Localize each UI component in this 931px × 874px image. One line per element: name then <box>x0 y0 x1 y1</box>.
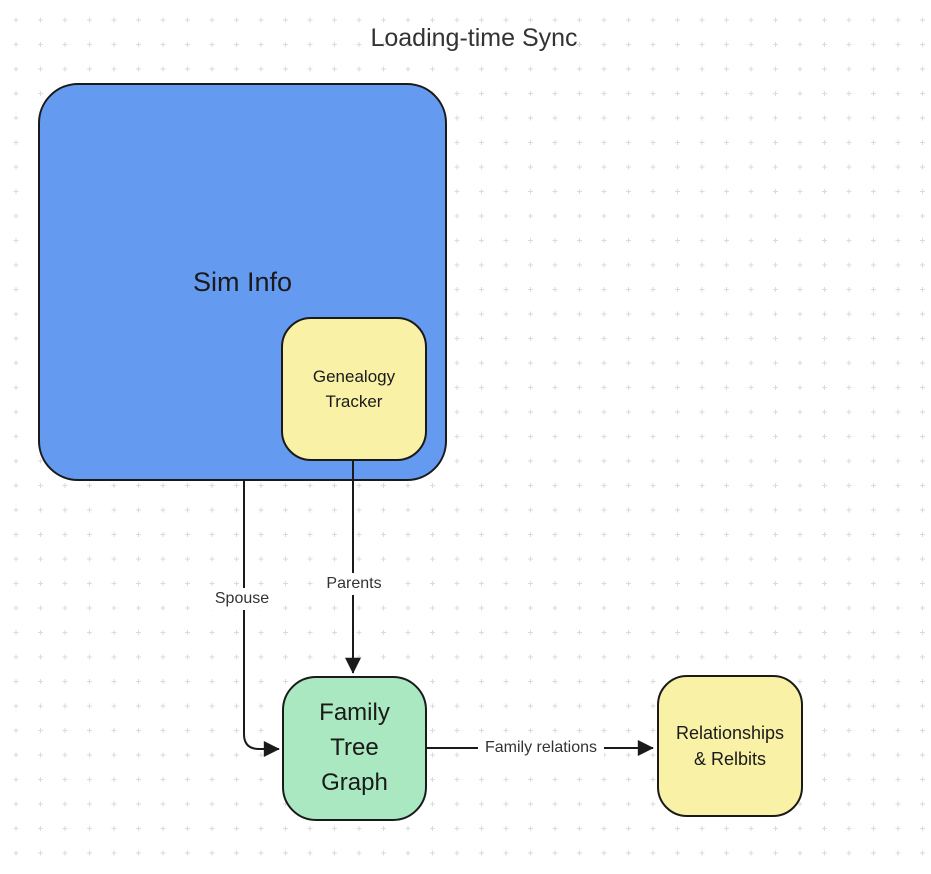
node-label-genealogy-tracker: Genealogy Tracker <box>312 366 396 412</box>
edge-label-parents: Parents <box>319 573 389 595</box>
diagram-title: Loading-time Sync <box>370 24 578 52</box>
node-label-family-tree-graph: Family Tree Graph <box>319 699 390 796</box>
node-label-sim-info: Sim Info <box>192 266 293 297</box>
node-sim-info[interactable]: Sim Info Genealogy Tracker <box>38 83 447 481</box>
node-family-tree-graph[interactable]: Family Tree Graph <box>282 676 427 821</box>
edge-label-spouse: Spouse <box>207 588 277 610</box>
edge-label-family-relations: Family relations <box>477 737 605 759</box>
node-genealogy-tracker[interactable]: Genealogy Tracker <box>281 317 427 461</box>
node-relationships-relbits[interactable]: Relationships & Relbits <box>657 675 803 817</box>
node-label-relationships-relbits: Relationships & Relbits <box>675 722 785 769</box>
